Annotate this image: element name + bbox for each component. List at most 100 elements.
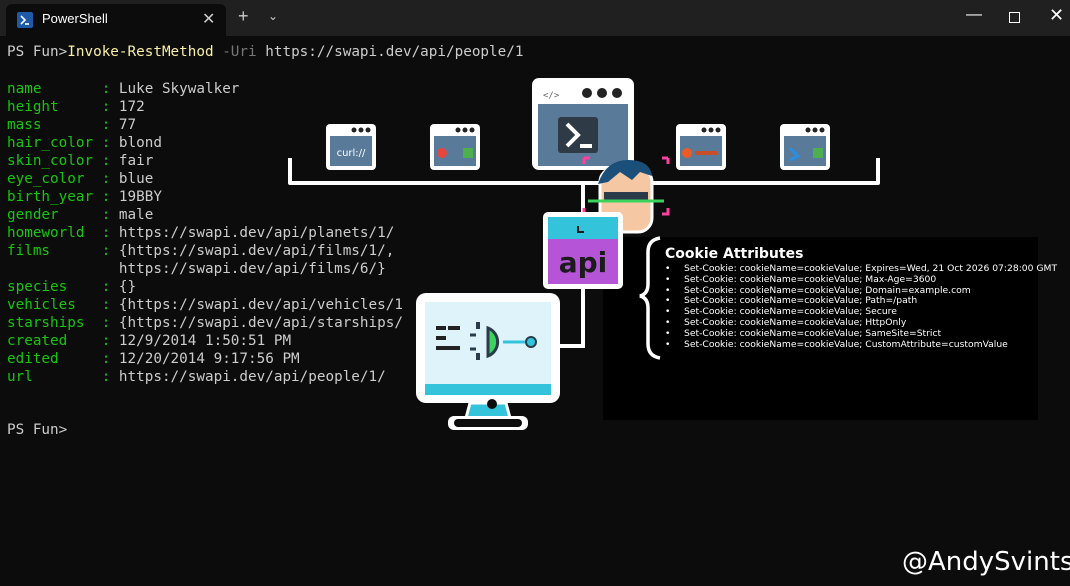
extension-icon: [813, 148, 823, 158]
minimize-button[interactable]: —: [966, 6, 982, 23]
output-key: url: [7, 369, 102, 385]
output-key: created: [7, 333, 102, 349]
bullet: •: [665, 295, 671, 307]
cookie-item: • Set-Cookie: cookieName=cookieValue; Cus…: [665, 338, 1057, 351]
output-value: blue: [118, 171, 154, 187]
output-sep: :: [101, 135, 119, 151]
extension-icon: [463, 148, 473, 158]
output-key: height: [7, 99, 102, 115]
output-value: {}: [118, 279, 137, 295]
output-sep: :: [101, 153, 119, 169]
cookie-text: Set-Cookie: cookieName=cookieValue; Doma…: [684, 284, 971, 296]
output-key: eye_color: [7, 171, 102, 187]
output-sep: :: [101, 279, 119, 295]
output-value: 19BBY: [118, 189, 162, 205]
output-row: edited : 12/20/2014 9:17:56 PM: [7, 350, 300, 368]
command-param: -Uri: [213, 44, 257, 60]
bullet: •: [665, 338, 671, 350]
bullet: •: [665, 306, 671, 318]
output-value: https://swapi.dev/api/people/1/: [118, 369, 386, 385]
cookie-item: • Set-Cookie: cookieName=cookieValue; Pat…: [665, 295, 1057, 307]
output-key: homeworld: [7, 225, 102, 241]
powershell-window: </>: [532, 78, 634, 170]
output-row: birth_year : 19BBY: [7, 188, 162, 206]
output-key: vehicles: [7, 297, 102, 313]
tab-title: PowerShell: [42, 11, 108, 26]
output-row-continuation: https://swapi.dev/api/films/6/}: [7, 260, 386, 278]
cookie-text: Set-Cookie: cookieName=cookieValue; Max-…: [684, 273, 937, 285]
output-sep: :: [101, 171, 119, 187]
output-value: male: [118, 207, 154, 223]
output-value: https://swapi.dev/api/planets/1/: [118, 225, 395, 241]
curl-label: curl://: [337, 148, 366, 159]
output-key: mass: [7, 117, 102, 133]
title-bar: PowerShell ✕ + ⌄ — ✕: [0, 0, 1070, 36]
output-key: starships: [7, 315, 102, 331]
output-row: name : Luke Skywalker: [7, 80, 239, 98]
command-line: PS Fun>Invoke-RestMethod -Uri https://sw…: [7, 43, 523, 61]
code-tag-label: </>: [543, 91, 560, 101]
chrome-client-window: [430, 124, 480, 170]
cookie-text: Set-Cookie: cookieName=cookieValue; Cust…: [684, 338, 1008, 350]
cookie-attributes-title: Cookie Attributes: [665, 246, 804, 262]
output-sep: :: [101, 99, 119, 115]
output-row: url : https://swapi.dev/api/people/1/: [7, 368, 386, 386]
output-row: skin_color : fair: [7, 152, 153, 170]
cookie-brace: [639, 236, 661, 360]
output-row: species : {}: [7, 278, 136, 296]
output-sep: :: [101, 315, 119, 331]
prompt: PS Fun>: [7, 422, 68, 438]
tab-powershell[interactable]: PowerShell ✕: [6, 4, 226, 36]
cookie-list: • Set-Cookie: cookieName=cookieValue; Exp…: [665, 263, 1058, 351]
output-value: 172: [118, 99, 145, 115]
vscode-client-window: [780, 124, 830, 170]
output-key: skin_color: [7, 153, 102, 169]
cookie-item: • Set-Cookie: cookieName=cookieValue; Sam…: [665, 327, 1057, 340]
cookie-text: Set-Cookie: cookieName=cookieValue; Path…: [684, 295, 918, 307]
cookie-text: Set-Cookie: cookieName=cookieValue; Http…: [684, 316, 907, 328]
cookie-item: •Set-Cookie: cookieName=cookieValue; Max…: [665, 273, 1057, 286]
bullet: •: [665, 327, 671, 339]
command-name: Invoke-RestMethod: [67, 44, 214, 60]
output-row: homeworld : https://swapi.dev/api/planet…: [7, 224, 394, 242]
output-value: https://swapi.dev/api/films/6/}: [118, 261, 386, 277]
cookie-item: • Set-Cookie: cookieName=cookieValue; Exp…: [665, 263, 1058, 275]
new-tab-button[interactable]: +: [238, 6, 249, 26]
output-row: vehicles : {https://swapi.dev/api/vehicl…: [7, 296, 403, 314]
close-window-button[interactable]: ✕: [1049, 5, 1065, 25]
cookie-panel: [603, 237, 1038, 420]
cookie-text: Set-Cookie: cookieName=cookieValue; Same…: [684, 327, 942, 339]
output-value: Luke Skywalker: [118, 81, 240, 97]
output-value: blond: [118, 135, 162, 151]
postman-client-window: [676, 124, 726, 170]
output-row: eye_color : blue: [7, 170, 153, 188]
postman-icon: [682, 148, 692, 158]
output-row: films : {https://swapi.dev/api/films/1/,: [7, 242, 394, 260]
command-arg: https://swapi.dev/api/people/1: [256, 44, 524, 60]
output-key: birth_year: [7, 189, 102, 205]
output-sep: :: [101, 207, 119, 223]
output-sep: :: [101, 351, 119, 367]
vscode-icon: [788, 146, 801, 162]
monitor: [416, 293, 560, 430]
output-value: 12/9/2014 1:50:51 PM: [118, 333, 292, 349]
output-row: starships : {https://swapi.dev/api/stars…: [7, 314, 403, 332]
api-label: api: [559, 246, 608, 279]
close-tab-icon[interactable]: ✕: [202, 11, 216, 28]
output-sep: :: [101, 117, 119, 133]
output-sep: :: [101, 243, 119, 259]
output-row: height : 172: [7, 98, 145, 116]
output-sep: :: [101, 225, 119, 241]
output-value: 12/20/2014 9:17:56 PM: [118, 351, 300, 367]
prompt-line[interactable]: PS Fun>: [7, 421, 67, 439]
output-sep: :: [101, 81, 119, 97]
output-row: hair_color : blond: [7, 134, 162, 152]
chevron-down-icon[interactable]: ⌄: [268, 9, 279, 23]
output-key: edited: [7, 351, 102, 367]
maximize-button[interactable]: [1009, 12, 1020, 23]
cookie-text: Set-Cookie: cookieName=cookieValue; Expi…: [684, 263, 1058, 274]
bullet: •: [665, 263, 671, 274]
cookie-item: •Set-Cookie: cookieName=cookieValue; Htt…: [665, 316, 1057, 329]
cookie-text: Set-Cookie: cookieName=cookieValue; Secu…: [684, 306, 897, 318]
